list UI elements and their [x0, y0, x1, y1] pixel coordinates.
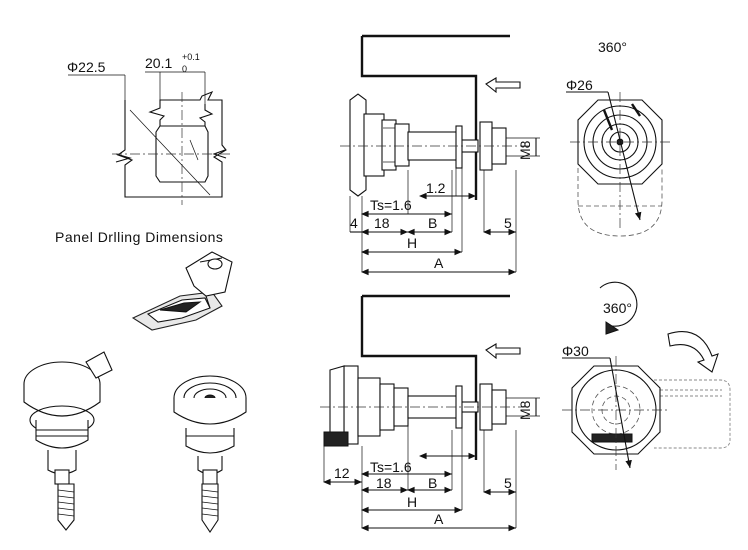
- dim-h-bottom: H: [407, 494, 417, 510]
- dia-label-top: Φ26: [566, 77, 593, 93]
- panel-drilling-diagram: [68, 71, 232, 205]
- key-illustration: [131, 251, 233, 331]
- dim-h-top: H: [407, 235, 417, 251]
- dim-1-2-top: 1.2: [426, 180, 446, 196]
- dim-18-top: 18: [374, 215, 390, 231]
- drilling-tol-bottom: 0: [182, 64, 187, 74]
- dim-ts-top: Ts=1.6: [370, 197, 412, 213]
- lock-illustration-right: [173, 375, 247, 533]
- drilling-caption: Panel Drlling Dimensions: [55, 229, 223, 245]
- bottom-front-view: [562, 281, 731, 470]
- bottom-side-view: [320, 294, 540, 532]
- dim-a-bottom: A: [434, 511, 444, 527]
- dim-5-bottom: 5: [504, 475, 512, 491]
- dim-m8-bottom: M8: [517, 400, 533, 420]
- dim-b-top: B: [428, 215, 437, 231]
- rot-label-bottom: 360°: [603, 300, 632, 316]
- rot-label-top: 360°: [598, 39, 627, 55]
- dim-12-bottom: 12: [334, 465, 350, 481]
- dim-5-top: 5: [504, 215, 512, 231]
- top-side-view: [340, 34, 540, 276]
- dim-18-bottom: 18: [376, 475, 392, 491]
- lock-illustration-left: [23, 351, 113, 531]
- drilling-width-label: 20.1: [145, 55, 172, 71]
- dia-label-bottom: Φ30: [562, 343, 589, 359]
- dim-4-top: 4: [350, 215, 358, 231]
- dim-a-top: A: [434, 255, 444, 271]
- dim-m8-top: M8: [517, 140, 533, 160]
- drilling-tol-top: +0.1: [182, 52, 200, 62]
- drilling-dia-label: Φ22.5: [67, 59, 106, 75]
- dim-b-bottom: B: [428, 475, 437, 491]
- dim-ts-bottom: Ts=1.6: [370, 459, 412, 475]
- top-front-view: [566, 91, 670, 237]
